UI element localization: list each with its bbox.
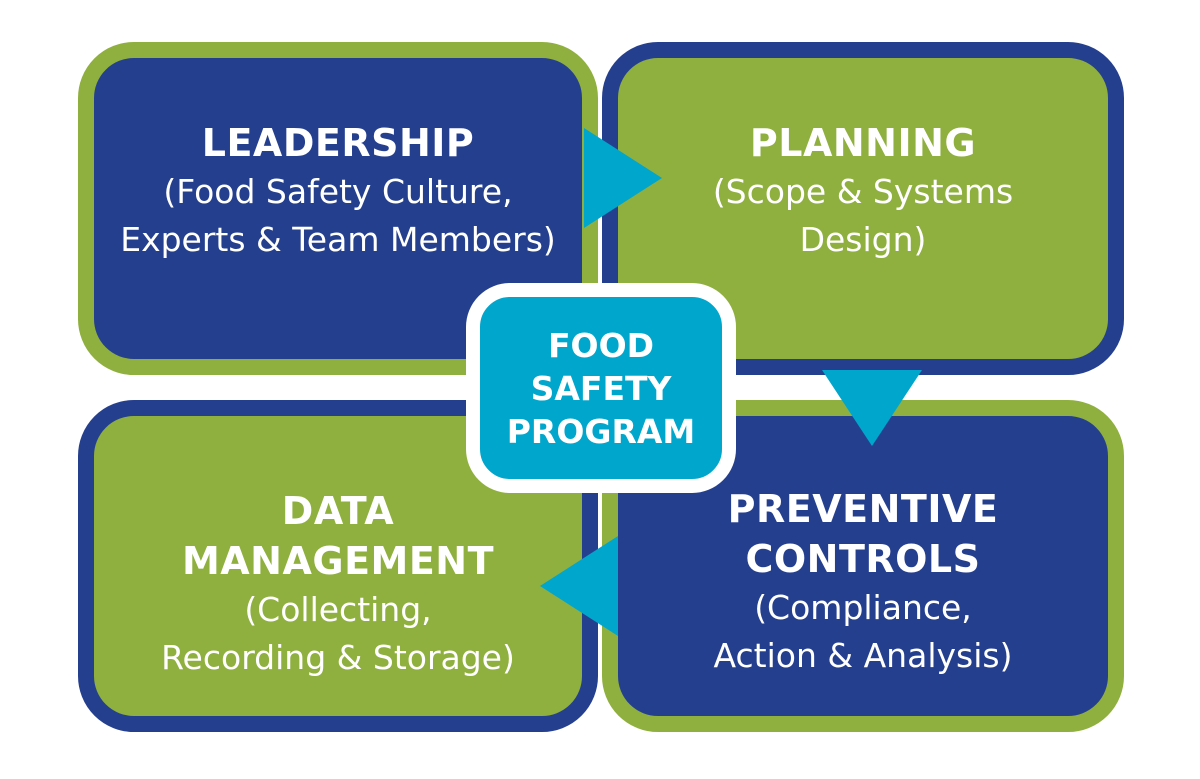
leadership-title: LEADERSHIP — [201, 121, 475, 165]
data-management-title: DATA MANAGEMENT — [181, 489, 495, 583]
data-management-subtitle: (Collecting, Recording & Storage) — [161, 590, 515, 677]
leadership-subtitle: (Food Safety Culture, Experts & Team Mem… — [120, 172, 556, 259]
preventive-controls-subtitle: (Compliance, Action & Analysis) — [713, 588, 1013, 675]
arrow-left-icon — [540, 536, 618, 636]
leadership-box: LEADERSHIP (Food Safety Culture, Experts… — [78, 42, 598, 375]
planning-subtitle: (Scope & Systems Design) — [712, 172, 1014, 259]
planning-title: PLANNING — [749, 121, 977, 165]
preventive-controls-title: PREVENTIVE CONTROLS — [727, 487, 999, 581]
food-safety-program-label: FOOD SAFETY PROGRAM — [506, 325, 696, 451]
food-safety-program-box: FOOD SAFETY PROGRAM — [466, 283, 736, 493]
arrow-right-icon — [584, 128, 662, 228]
arrow-down-icon — [822, 370, 922, 446]
